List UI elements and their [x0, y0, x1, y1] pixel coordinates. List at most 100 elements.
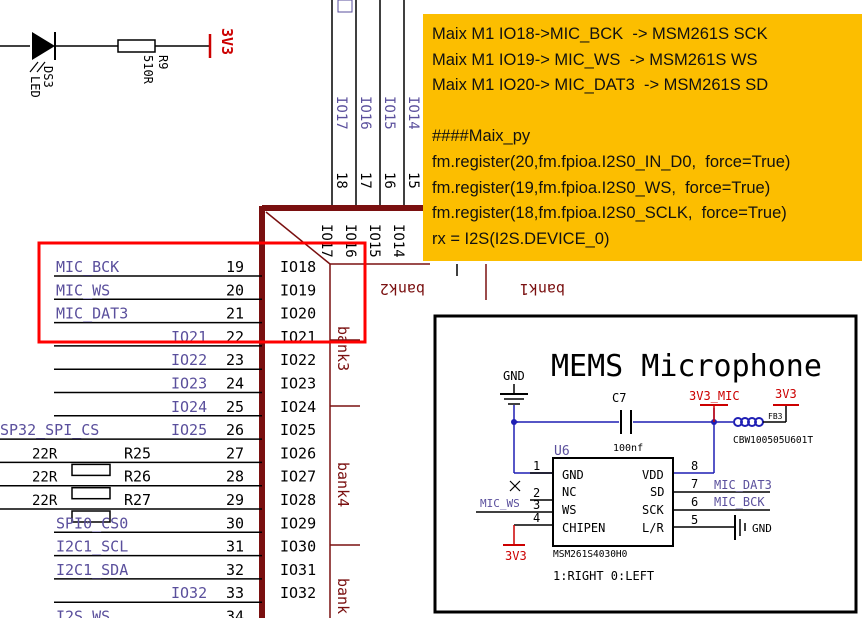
ic-u6-body: [552, 457, 674, 547]
bank2-label: bank2: [380, 280, 425, 298]
mems-gnd-label: GND: [503, 369, 525, 383]
net-label-23: IO22: [171, 351, 207, 369]
pin-number-26: 26: [226, 421, 244, 439]
io-label-28: IO27: [280, 468, 316, 486]
ic-part-label: MSM261S4030H0: [553, 549, 628, 560]
ic-pin-name-ws: WS: [562, 503, 576, 517]
resistor-r27: [71, 510, 111, 523]
ic-pin-name-gnd: GND: [562, 468, 584, 482]
resistor-ref-29: R27: [124, 491, 151, 509]
gnd-right-label: GND: [752, 522, 772, 535]
pin-number-31: 31: [226, 538, 244, 556]
net-mic-bck-label: MIC_BCK: [714, 495, 765, 509]
io-label-27: IO26: [280, 444, 316, 462]
ic-pin-num-7: 7: [691, 477, 698, 491]
power-label-3v3: 3V3: [218, 28, 236, 55]
io-label-32: IO31: [280, 561, 316, 579]
net-extra-26: IO25: [171, 421, 207, 439]
io-label-23: IO22: [280, 351, 316, 369]
chip-body: bank3 bank4 bank: [259, 205, 430, 618]
pin-number-27: 27: [226, 444, 244, 462]
resistor-r25: [71, 463, 111, 477]
ic-pin-name-sck: SCK: [642, 503, 664, 517]
top-pin-name-1: IO17: [333, 96, 349, 130]
resistor-r26: [71, 486, 111, 500]
resistor-r9: [117, 39, 156, 53]
net-label-30: SPI0_CS0: [56, 514, 128, 532]
pin-number-24: 24: [226, 375, 244, 393]
resistor-value-28: 22R: [32, 470, 58, 486]
pin-number-29: 29: [226, 491, 244, 509]
top-pin-number-2: 17: [357, 172, 373, 189]
top-pin-number-3: 16: [381, 172, 397, 189]
note-line-2: Maix M1 IO19-> MIC_WS -> MSM261S WS: [432, 50, 758, 69]
top-pin-name-3: IO15: [381, 96, 397, 130]
pin-number-19: 19: [226, 258, 244, 276]
led-ref-label: DS3: [41, 66, 55, 88]
top-pin-number-4: 15: [405, 172, 421, 189]
bank1-label: bank1: [520, 280, 565, 298]
ic-pin-num-4: 4: [533, 511, 540, 525]
pin-number-23: 23: [226, 351, 244, 369]
top-pin-number-1: 18: [333, 172, 349, 189]
net-label-31: I2C1_SCL: [56, 538, 128, 556]
ic-pin-name-sd: SD: [650, 485, 664, 499]
resistor-ref-28: R26: [124, 468, 151, 486]
ic-pin-num-8: 8: [691, 459, 698, 473]
net-label-24: IO23: [171, 375, 207, 393]
note-line-5: ####Maix_py: [432, 127, 531, 146]
resistor-value-29: 22R: [32, 493, 58, 509]
ic-pin-num-5: 5: [691, 513, 698, 527]
net-mic-dat3-label: MIC_DAT3: [714, 478, 772, 492]
ic-pin-num-1: 1: [533, 459, 540, 473]
led-label: LED: [28, 76, 42, 98]
io-label-30: IO29: [280, 514, 316, 532]
resistor-ref-label: R9: [156, 55, 170, 69]
highlight-box: [37, 241, 367, 344]
left-pin-rows: 19 IO18 MIC_BCK 20 IO19 MIC_WS 21 IO20 MIC_DAT3 2…: [0, 258, 316, 618]
io-label-19: IO18: [280, 258, 316, 276]
led-section: 3V3 R9 510R DS3 LED: [0, 28, 236, 98]
note-line-8: fm.register(18,fm.fpioa.I2S0_SCLK, force…: [432, 204, 787, 223]
net-label-33: IO32: [171, 584, 207, 602]
chipen-power-label: 3V3: [505, 549, 527, 563]
ic-pin-name-vdd: VDD: [642, 468, 664, 482]
pin-number-32: 32: [226, 561, 244, 579]
io-label-26: IO25: [280, 421, 316, 439]
cap-ref-label: C7: [612, 391, 626, 405]
net-label-19: MIC_BCK: [56, 258, 119, 276]
net-3v3-label: 3V3: [775, 387, 797, 401]
inner-pin-name-2: IO16: [342, 224, 358, 258]
net-label-21: MIC_DAT3: [56, 305, 128, 323]
note-line-9: rx = I2S(I2S.DEVICE_0): [432, 229, 610, 248]
note-line-6: fm.register(20,fm.fpioa.I2S0_IN_D0, forc…: [432, 152, 791, 171]
mems-title: MEMS Microphone: [551, 349, 822, 384]
note-line-7: fm.register(19,fm.fpioa.I2S0_WS, force=T…: [432, 178, 771, 197]
ic-pin-name-lr: L/R: [642, 521, 664, 535]
led-symbol: [32, 32, 55, 60]
net-label-20: MIC_WS: [56, 281, 110, 299]
io-label-20: IO19: [280, 281, 316, 299]
ic-ref-label: U6: [554, 444, 570, 459]
io-label-24: IO23: [280, 375, 316, 393]
bank3-label: bank3: [334, 326, 352, 371]
pin-number-20: 20: [226, 281, 244, 299]
note-line-4: [432, 99, 862, 125]
mems-box: MEMS Microphone GND C7 100nf 3V3_MIC: [433, 314, 858, 614]
ic-pin-num-2: 2: [533, 486, 540, 500]
pin-number-28: 28: [226, 468, 244, 486]
pin-number-25: 25: [226, 398, 244, 416]
note-line-3: Maix M1 IO20-> MIC_DAT3 -> MSM261S SD: [432, 76, 769, 95]
pin-number-30: 30: [226, 514, 244, 532]
resistor-value-label: 510R: [141, 55, 155, 85]
pin-number-21: 21: [226, 305, 244, 323]
lr-note: 1:RIGHT 0:LEFT: [553, 569, 654, 583]
resistor-ref-27: R25: [124, 444, 151, 462]
net-label-26: SP32_SPI_CS: [0, 421, 99, 439]
io-label-29: IO28: [280, 491, 316, 509]
net-label-32: I2C1_SDA: [56, 561, 128, 579]
inner-pin-name-3: IO15: [366, 224, 382, 258]
io-label-21: IO20: [280, 305, 316, 323]
resistor-value-27: 22R: [32, 446, 58, 462]
io-label-31: IO30: [280, 538, 316, 556]
